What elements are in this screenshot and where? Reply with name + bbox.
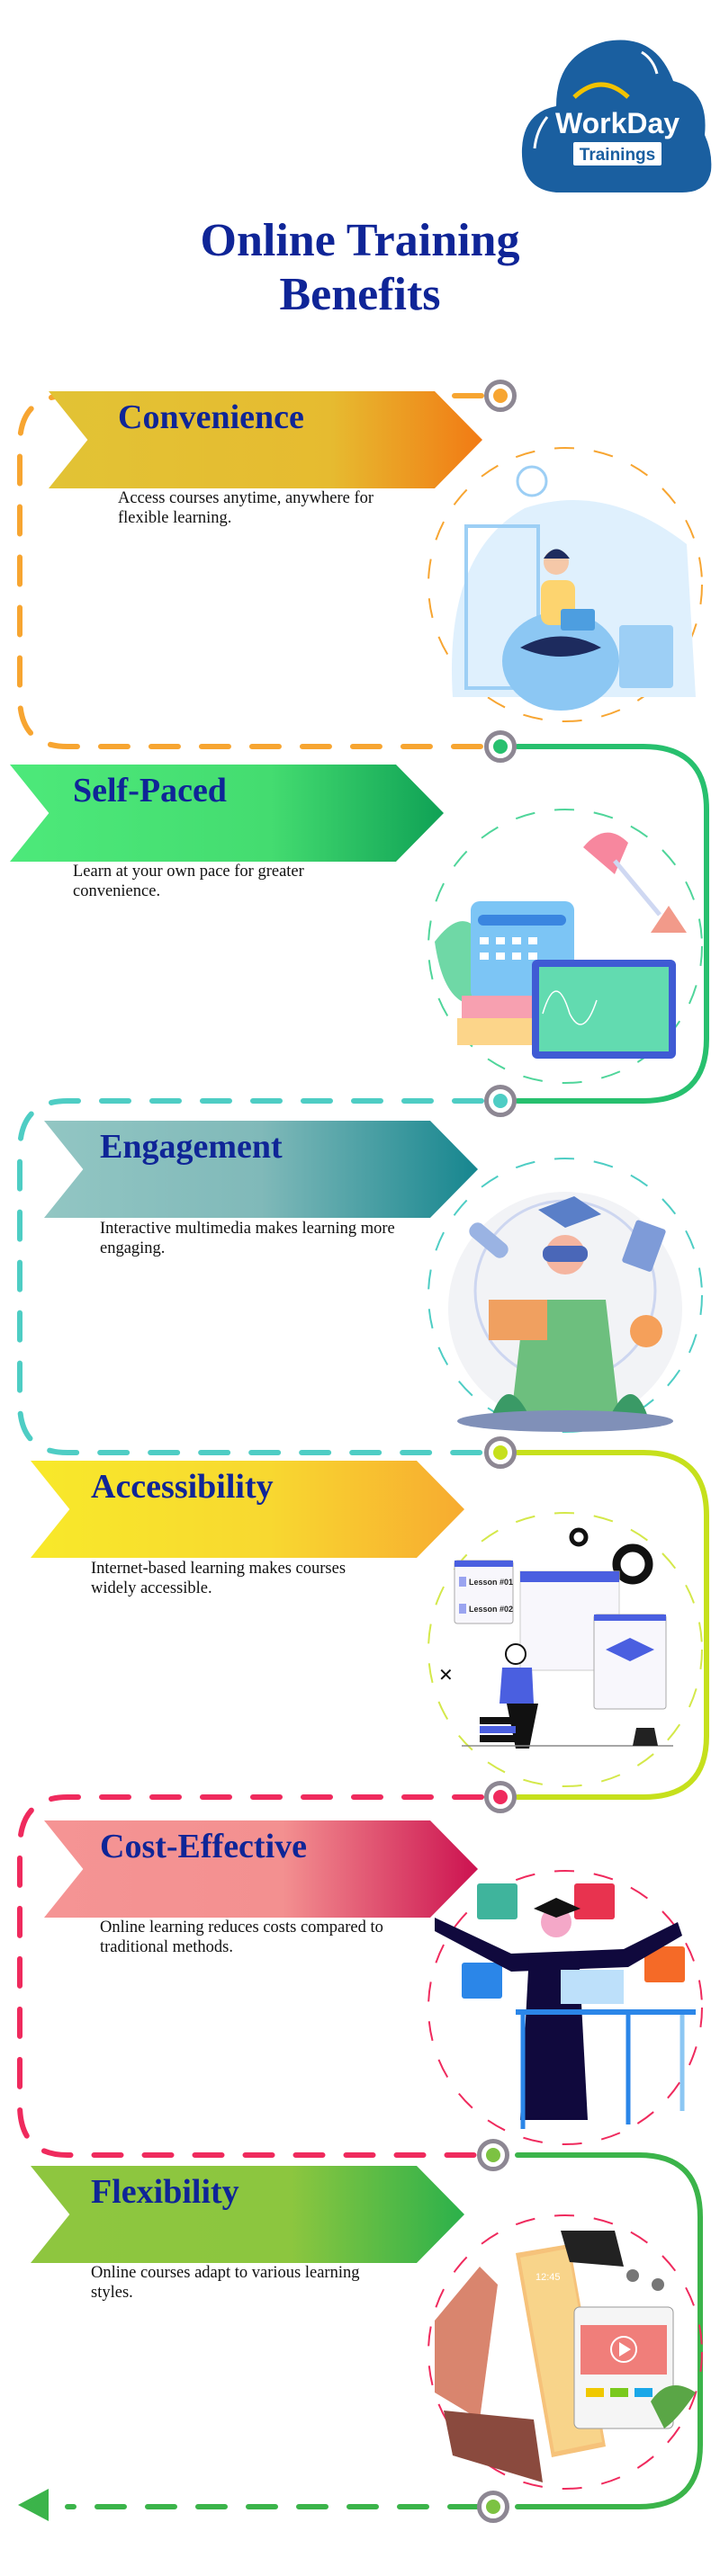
timeline-node — [484, 1436, 517, 1469]
timeline-node — [484, 380, 517, 412]
section-title: Engagement — [100, 1128, 283, 1166]
lesson-2-label: Lesson #02 — [469, 1605, 513, 1614]
section-title: Accessibility — [91, 1468, 274, 1506]
vr-learner-illustration — [426, 1156, 705, 1435]
page-title: Online Training Benefits — [0, 214, 720, 322]
banner-cost-effective: Cost-Effective — [44, 1820, 478, 1918]
logo-brand-text: WorkDay — [555, 107, 680, 139]
banner-convenience: Convenience — [49, 391, 482, 488]
section-title: Self-Paced — [73, 772, 227, 809]
section-description: Online learning reduces costs compared t… — [100, 1919, 383, 1956]
section-description: Internet-based learning makes courses wi… — [91, 1560, 346, 1597]
timeline-node — [484, 1781, 517, 1813]
timeline-node — [477, 2491, 509, 2523]
path-convenience — [17, 393, 484, 749]
banner-accessibility: Accessibility — [31, 1461, 464, 1558]
section-description: Online courses adapt to various learning… — [91, 2264, 360, 2302]
title-line-2: Benefits — [279, 269, 441, 320]
path-self-paced — [515, 744, 709, 1104]
section-description: Access courses anytime, anywhere for fle… — [118, 489, 374, 527]
svg-text:✕: ✕ — [438, 1664, 454, 1686]
section-title: Flexibility — [91, 2173, 239, 2211]
timeline-node — [477, 2139, 509, 2171]
online-lessons-illustration: Lesson #01 Lesson #02 ✕ — [426, 1510, 705, 1789]
section-title: Cost-Effective — [100, 1828, 308, 1865]
title-line-1: Online Training — [200, 215, 520, 266]
phone-clock: 12:45 — [536, 2272, 561, 2283]
banner-self-paced: Self-Paced — [10, 765, 444, 862]
section-title: Convenience — [118, 398, 304, 436]
logo-sub-text: Trainings — [580, 146, 655, 165]
timeline-node — [484, 730, 517, 763]
section-description: Interactive multimedia makes learning mo… — [100, 1220, 395, 1257]
path-accessibility — [515, 1450, 709, 1800]
study-desk-illustration — [426, 807, 705, 1086]
lesson-1-label: Lesson #01 — [469, 1578, 513, 1587]
mobile-learning-illustration: 12:45 — [426, 2213, 705, 2491]
workday-trainings-logo: WorkDay Trainings — [520, 27, 713, 192]
path-cost-effective — [17, 1794, 484, 2158]
end-arrow-icon — [18, 2489, 49, 2521]
graduate-illustration — [426, 1868, 705, 2147]
banner-engagement: Engagement — [44, 1121, 478, 1218]
person-laptop-illustration — [426, 445, 705, 724]
section-description: Learn at your own pace for greater conve… — [73, 863, 304, 900]
timeline-node — [484, 1085, 517, 1117]
path-engagement — [17, 1098, 484, 1455]
banner-flexibility: Flexibility — [31, 2166, 464, 2263]
